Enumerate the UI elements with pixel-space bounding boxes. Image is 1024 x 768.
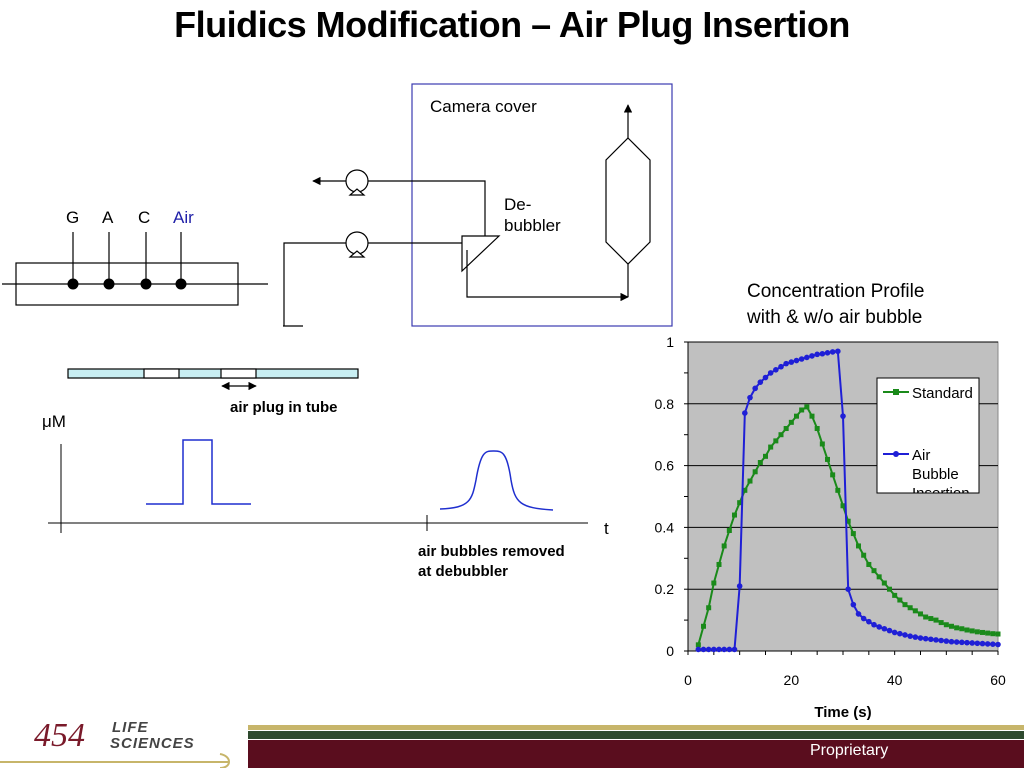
debubbler-outlet-line — [466, 250, 629, 302]
reagent-label-c: C — [138, 208, 151, 227]
waste-line — [368, 180, 486, 240]
debubbler-label-1: De- — [504, 195, 532, 214]
debubbler-label-2: bubbler — [504, 216, 561, 235]
tube — [67, 368, 359, 379]
proprietary-label: Proprietary — [810, 742, 889, 759]
sketch-caption-1: air bubbles removed — [418, 543, 565, 560]
air-plug-2 — [220, 368, 257, 379]
square-pulse — [146, 439, 251, 505]
valve-a — [103, 278, 115, 290]
reagent-label-a: A — [102, 208, 114, 227]
debubbler-icon — [461, 235, 501, 273]
camera-cover-box — [411, 83, 673, 327]
valve-g — [67, 278, 79, 290]
pump-bottom-icon — [345, 231, 369, 258]
sketch-y-label: μM — [42, 412, 66, 431]
air-plug-1 — [143, 368, 180, 379]
sketch-x-label: t — [604, 519, 609, 538]
valve-air — [175, 278, 187, 290]
reagent-label-g: G — [66, 208, 80, 227]
reagent-label-air: Air — [173, 208, 194, 227]
pump-top-icon — [345, 169, 369, 196]
inlet-line — [283, 242, 346, 327]
camera-cover-label: Camera cover — [430, 97, 537, 116]
flow-cell-icon — [605, 137, 651, 265]
air-plug-caption: air plug in tube — [230, 399, 338, 416]
chart-title-1: Concentration Profile — [747, 281, 925, 302]
footer-band — [0, 725, 1024, 768]
chart-title-2: with & w/o air bubble — [747, 307, 923, 328]
valve-c — [140, 278, 152, 290]
logo-number: 454 — [34, 717, 85, 754]
logo-line1: LIFE — [112, 719, 149, 736]
logo-line2: SCIENCES — [110, 735, 195, 752]
slide-title: Fluidics Modification – Air Plug Inserti… — [174, 4, 850, 45]
sketch-caption-2: at debubbler — [418, 563, 509, 580]
smooth-pulse — [439, 450, 554, 511]
